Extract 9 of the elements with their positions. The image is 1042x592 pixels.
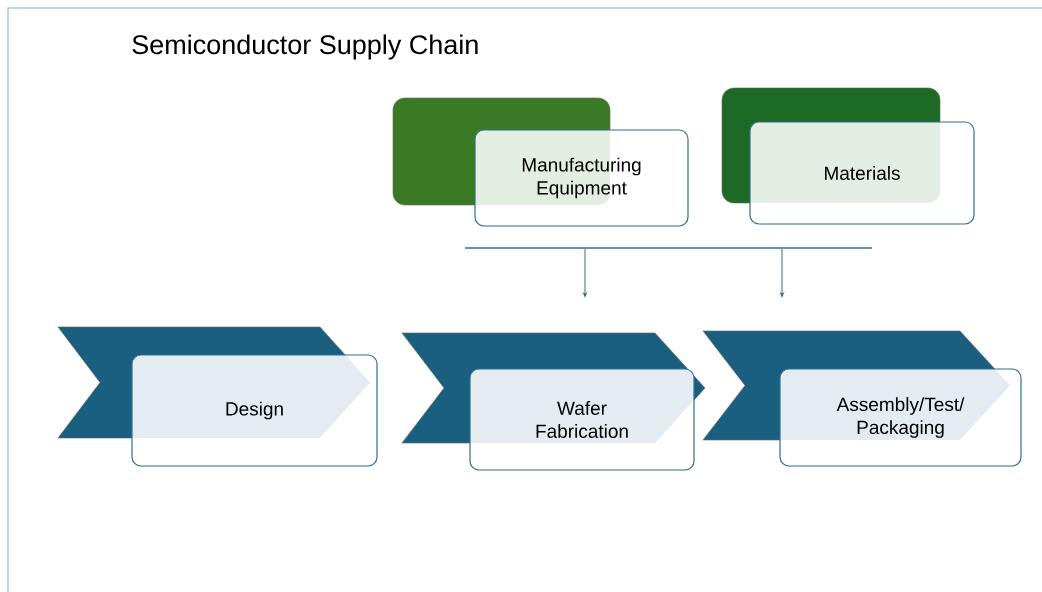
stacked-card-drawing: Materials bbox=[721, 87, 975, 225]
chevron-card-drawing: Design bbox=[57, 326, 378, 467]
divider-bar bbox=[465, 247, 872, 249]
chevron-card-drawing: Wafer Fabrication bbox=[401, 332, 706, 471]
stacked-card-drawing: Manufacturing Equipment bbox=[392, 97, 689, 227]
arrow bbox=[583, 248, 587, 297]
title: Semiconductor Supply Chain bbox=[132, 34, 478, 60]
chevron-card-drawing: Assembly/Test/ Packaging bbox=[702, 330, 1022, 467]
arrow bbox=[780, 248, 784, 297]
